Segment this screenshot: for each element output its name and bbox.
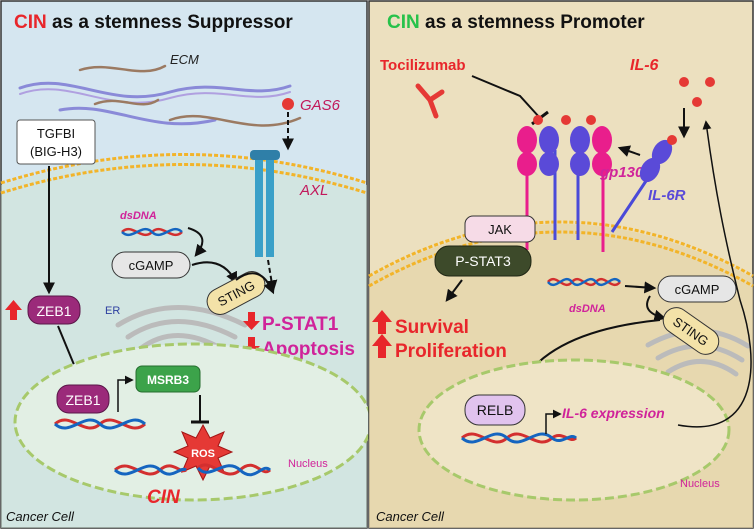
il6-expression-promoter-arrow [545,409,562,434]
broken-dna-helix [113,463,272,477]
zeb1-node [27,295,81,325]
zeb1-up-arrow [5,300,22,320]
tocilizumab-inhibition-line [471,75,541,119]
pstat3-node [434,245,532,277]
left-cgamp-label: cGAMP [129,258,174,273]
left-cgamp-node [111,251,191,279]
gp130-label: gp130 [599,164,644,181]
relb-node [464,394,526,426]
right-dsdna-label: dsDNA [569,303,606,315]
proliferation-up-arrow [372,334,392,358]
big-h3-label: (BIG-H3) [30,144,82,159]
right-panel: CIN as a stemness Promoter Tocilizumab I… [368,0,754,529]
il6-feedback-arrow [677,120,752,428]
left-nucleus-label: Nucleus [288,458,328,470]
relb-dna-helix [460,432,578,444]
ecm-label: ECM [170,52,199,67]
left-er [115,305,248,352]
il6-molecule-1 [679,77,689,87]
msrb3-label: MSRB3 [147,373,189,387]
il6r-label: IL-6R [648,187,686,204]
zeb1-nucleus-node [56,384,110,414]
dsdna-to-cgamp-arrow [187,227,207,257]
axl-label: AXL [299,182,328,199]
ecm-fibers [18,64,302,127]
zeb1-label: ZEB1 [36,303,71,319]
left-er-label: ER [105,305,120,317]
left-panel: CIN as a stemness Suppressor ECM TGFBI (… [0,0,373,529]
survival-up-arrow [372,310,392,334]
zeb1-nucleus-label: ZEB1 [65,392,100,408]
axl-receptor [250,150,280,257]
left-title: CIN as a stemness Suppressor [14,12,293,33]
right-sting-node [662,307,720,355]
right-dsdna-to-cgamp-arrow [624,281,657,294]
pstat1-label: P-STAT1 [262,314,339,335]
left-dsdna-label: dsDNA [120,210,157,222]
left-dsdna-helix [121,227,183,237]
right-cgamp-label: cGAMP [675,282,720,297]
survival-label: Survival [395,317,469,338]
relb-label: RELB [477,402,514,418]
right-membrane-outer [368,220,754,278]
il6-molecule-2 [705,77,715,87]
gas6-label: GAS6 [300,97,341,114]
tocilizumab-antibody [415,83,445,119]
il6-molecule-3 [692,97,702,107]
right-dsdna-helix [547,277,621,287]
il6-expression-label: IL-6 expression [562,405,665,421]
right-cgamp-node [657,275,737,303]
il6r-to-gp130-arrow [617,145,641,157]
jak-node [464,215,536,243]
right-membrane-inner [368,230,754,288]
gp130-complex [517,115,612,252]
right-title: CIN as a stemness Promoter [387,12,645,33]
msrb3-promoter-arrow [117,375,134,412]
proliferation-label: Proliferation [395,341,507,362]
tocilizumab-label: Tocilizumab [380,57,466,74]
gas6-ligand [282,98,294,110]
pstat3-to-survival-arrow [445,279,463,302]
msrb3-node [135,365,201,393]
sting-to-pstat1-arrow [235,272,275,295]
ros-label: ROS [191,448,215,460]
zeb1-dna-helix [53,418,147,430]
cgamp-to-sting-arrow [191,261,238,285]
right-nucleus-label: Nucleus [680,478,720,490]
right-cgamp-to-sting-arrow [646,295,667,322]
ros-burst [172,423,234,482]
right-cancer-cell-label: Cancer Cell [376,509,445,524]
pstat3-label: P-STAT3 [455,253,511,269]
pstat1-down-arrow [243,312,260,330]
il6r-receptor [610,135,677,233]
tgfbi-label: TGFBI [37,126,75,141]
jak-label: JAK [488,222,512,237]
cin-label: CIN [147,487,181,508]
il6-label: IL-6 [630,57,659,74]
tgfbi-box [16,119,96,165]
left-cancer-cell-label: Cancer Cell [6,509,75,524]
